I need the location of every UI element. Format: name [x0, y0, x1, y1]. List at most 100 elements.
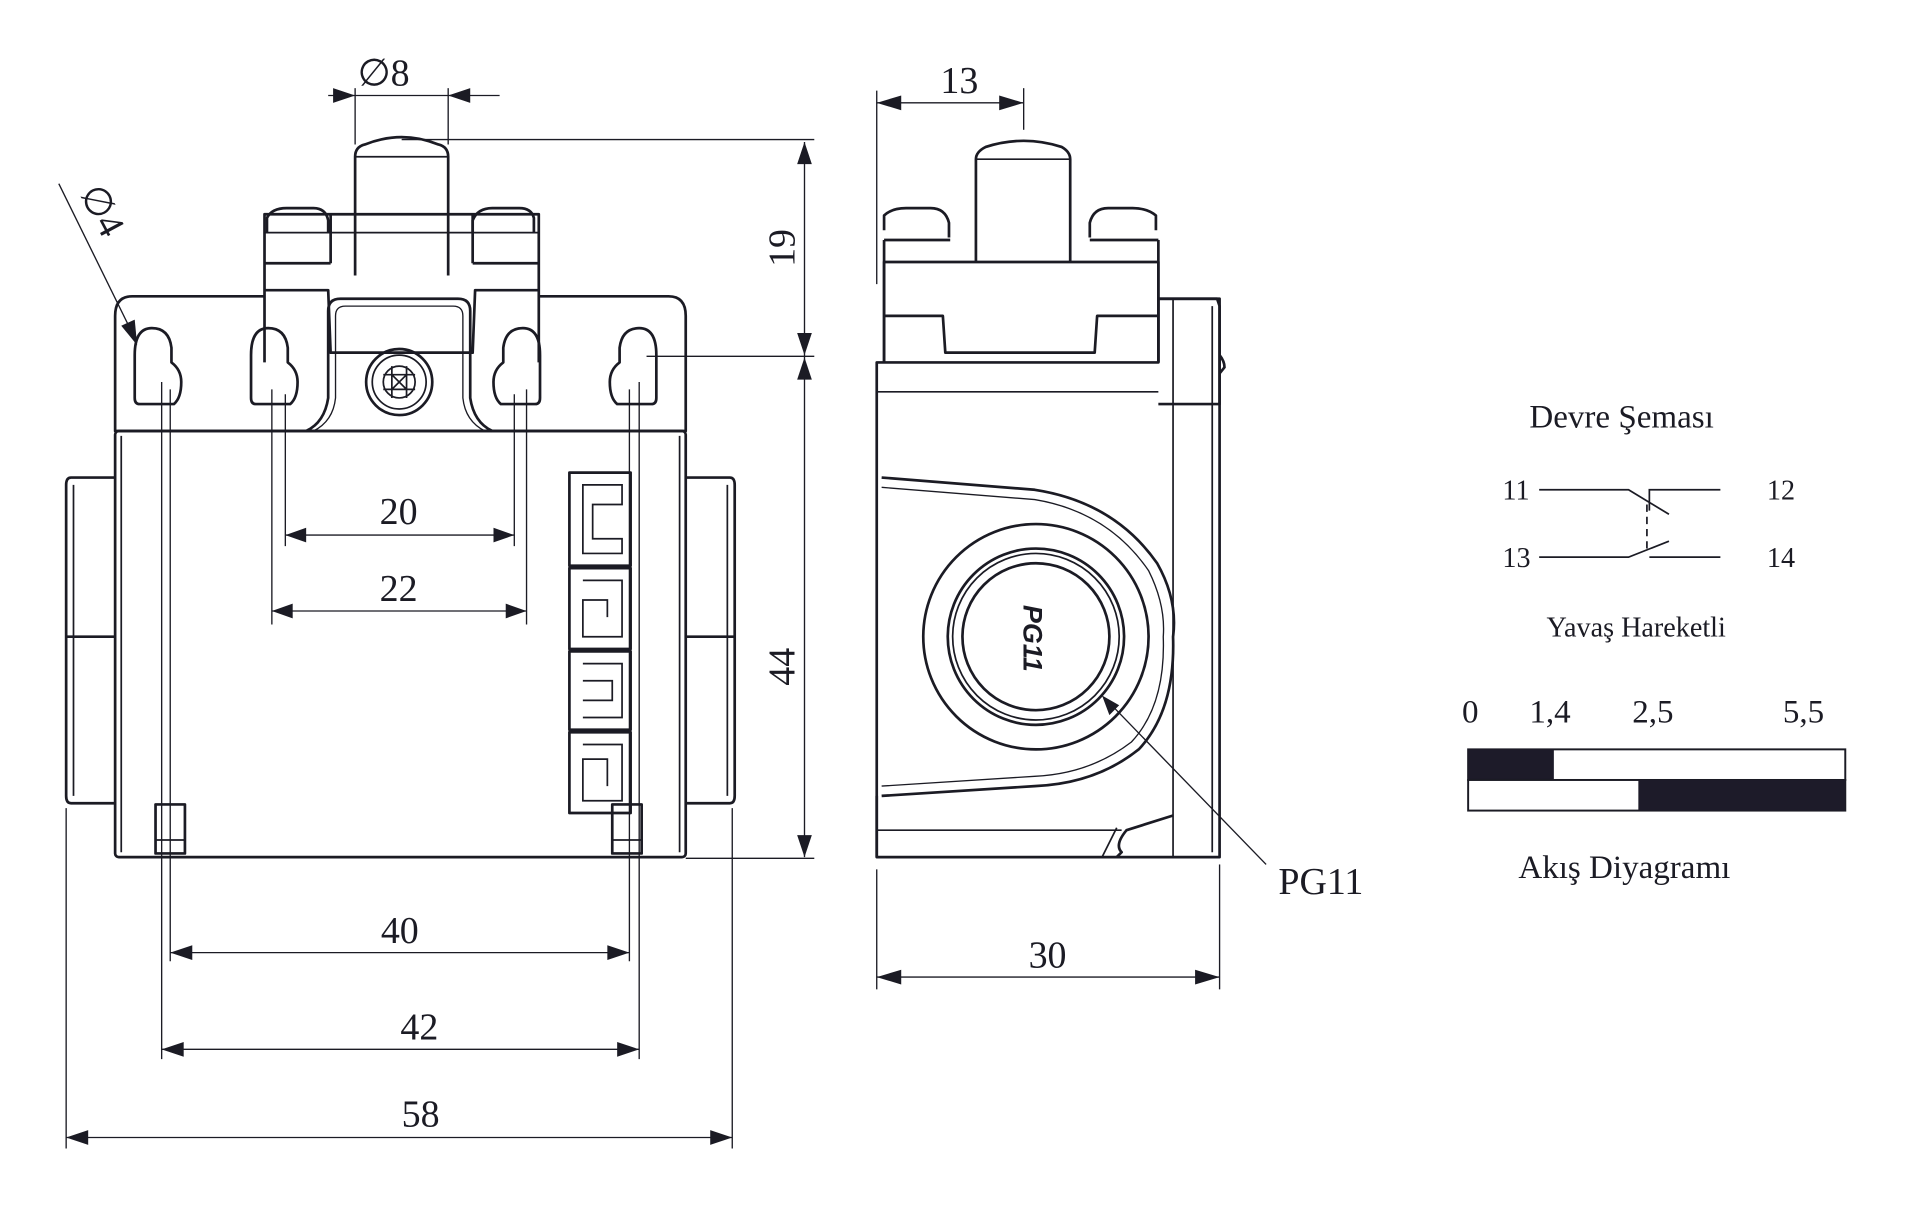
emas-logo	[568, 471, 632, 815]
logo-glyph-3	[582, 662, 623, 719]
arrow-40-right	[607, 945, 630, 960]
mounting-plate	[113, 294, 688, 433]
circuit-subtitle: Yavaş Hareketli	[1547, 613, 1727, 644]
logo-letter-e	[568, 730, 632, 815]
foot-right	[610, 803, 643, 855]
terminal-12: 12	[1767, 476, 1795, 507]
plunger	[353, 135, 450, 276]
side-screw-left	[882, 206, 951, 238]
arrow-58-right	[710, 1130, 733, 1145]
dim-30: 30	[1029, 934, 1067, 976]
side-base-chamfer	[1101, 827, 1118, 858]
logo-letter-m	[568, 650, 632, 732]
circuit-diagram: Devre Şeması 11 12 13 14 Yavaş Hareketli	[1502, 399, 1795, 643]
logo-glyph-1	[582, 484, 623, 555]
cap-screw-right	[471, 206, 536, 233]
flow-diagram: 0 1,4 2,5 5,5 Akış Diyagramı	[1462, 694, 1847, 886]
arrow-30-right	[1195, 969, 1220, 985]
dim-19: 19	[762, 229, 804, 267]
mounting-holes	[133, 326, 658, 406]
dim-44: 44	[762, 648, 804, 686]
front-dimension-lines	[58, 88, 812, 1145]
circuit-title: Devre Şeması	[1529, 399, 1713, 435]
flow-bars	[1467, 748, 1847, 812]
plate-cutout-inner	[313, 305, 486, 432]
arrow-d8-right	[448, 88, 471, 103]
side-body	[875, 297, 1221, 859]
dim-58: 58	[402, 1093, 440, 1135]
nc-contact-fixed	[1648, 488, 1721, 511]
gland-housing	[881, 476, 1176, 798]
switch-body	[113, 429, 688, 859]
side-cap-step	[884, 314, 1159, 354]
dim-40: 40	[381, 910, 419, 952]
flow-scale-labels: 0 1,4 2,5 5,5	[1462, 694, 1824, 730]
side-view: PG11 PG11 13 30	[875, 60, 1363, 990]
arrow-d4	[121, 319, 138, 346]
arrow-42-right	[617, 1042, 640, 1057]
callout-pg11: PG11	[1278, 861, 1363, 903]
hole-3	[492, 326, 542, 406]
logo-glyph-4	[582, 743, 623, 802]
arrow-44-top	[797, 357, 812, 380]
right-gland	[685, 476, 737, 805]
arrow-40-left	[170, 945, 193, 960]
terminal-14: 14	[1767, 543, 1795, 574]
scale-label-1-4: 1,4	[1529, 694, 1570, 730]
gland-ring-inner	[951, 552, 1121, 721]
center-screw	[364, 347, 434, 417]
arrow-13-left	[876, 95, 902, 111]
side-clip-tab	[1218, 354, 1226, 375]
side-screw-right	[1088, 206, 1158, 238]
center-screw-head	[382, 365, 416, 399]
arrow-d8-left	[333, 88, 356, 103]
dim-leader-d4	[58, 183, 133, 334]
arrow-19-bottom	[797, 333, 812, 356]
arrow-22-right	[505, 603, 527, 619]
hole-1	[133, 326, 183, 406]
hole-2	[249, 326, 299, 406]
arrow-20-right	[493, 527, 515, 543]
arrow-58-left	[66, 1130, 89, 1145]
scale-label-2-5: 2,5	[1632, 694, 1673, 730]
front-extension-lines	[65, 88, 815, 1149]
nc-contact	[1539, 488, 1670, 516]
front-view: ∅8 ∅4 20 22 40 42 58 19 44	[58, 53, 815, 1149]
hole-4	[608, 326, 658, 406]
top-cap	[263, 212, 541, 363]
arrow-44-bottom	[797, 835, 812, 858]
side-plunger	[974, 139, 1072, 263]
logo-letter-a	[568, 566, 632, 651]
left-gland	[64, 476, 116, 805]
logo-letter-s	[568, 471, 632, 568]
dim-20: 20	[380, 491, 418, 533]
flow-title: Akış Diyagramı	[1518, 850, 1730, 886]
arrow-19-top	[797, 142, 812, 165]
side-top-cap	[882, 260, 1160, 363]
dim-22: 22	[380, 568, 418, 610]
logo-glyph-2	[582, 579, 623, 638]
side-clip	[1158, 297, 1221, 406]
phillips-icon	[383, 366, 416, 398]
gland-cap	[961, 561, 1111, 712]
scale-label-0: 0	[1462, 694, 1479, 730]
cap-step	[264, 288, 539, 354]
flow-closed-segment-2-1	[1638, 779, 1846, 811]
center-screw-ring	[371, 354, 427, 410]
dim-d4: ∅4	[71, 178, 133, 244]
gland-ring	[946, 547, 1126, 727]
gland-outer	[921, 522, 1150, 751]
arrow-22-left	[271, 603, 293, 619]
dim-d8: ∅8	[358, 53, 410, 95]
terminal-13: 13	[1502, 543, 1530, 574]
no-contact	[1539, 540, 1670, 558]
scale-label-5-5: 5,5	[1783, 694, 1824, 730]
gland-marking: PG11	[1018, 605, 1048, 672]
arrow-20-left	[285, 527, 307, 543]
cap-screw-left	[265, 206, 330, 233]
arrow-42-left	[161, 1042, 184, 1057]
gland-housing-inner	[881, 486, 1165, 787]
dim-42: 42	[400, 1007, 438, 1049]
terminal-11: 11	[1502, 476, 1529, 507]
